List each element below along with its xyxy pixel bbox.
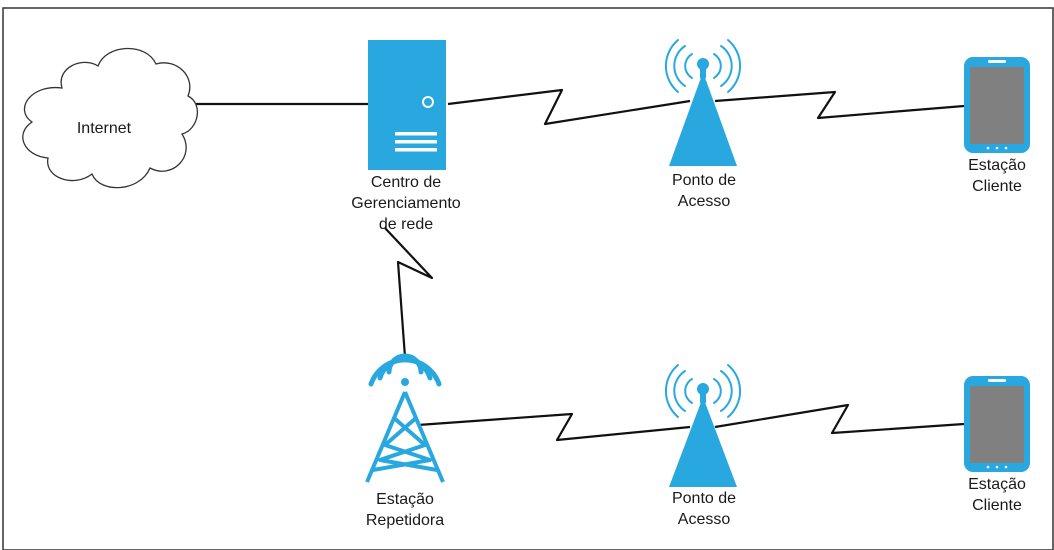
client-top-label-line-2: Cliente <box>972 178 1022 195</box>
repeater-label: Estação Repetidora <box>366 491 444 529</box>
link-ap-top-client-top <box>714 90 965 120</box>
management-center-label: Centro de Gerenciamento de rede <box>351 174 460 233</box>
repeater-label-line-1: Estação <box>376 491 434 508</box>
server-icon <box>368 40 446 170</box>
access-point-bottom-label: Ponto de Acesso <box>672 490 736 528</box>
client-top-label: Estação Cliente <box>968 157 1026 195</box>
access-point-top-label-line-1: Ponto de <box>672 172 736 189</box>
management-center-label-line-2: Gerenciamento <box>351 195 460 212</box>
client-bottom-label: Estação Cliente <box>968 476 1026 514</box>
access-point-top-label: Ponto de Acesso <box>672 172 736 210</box>
link-server-repeater <box>384 227 434 358</box>
tablet-icon <box>964 376 1030 472</box>
radio-tower-icon <box>365 353 445 483</box>
management-center-label-line-3: de rede <box>379 216 433 233</box>
access-point-bottom-label-line-2: Acesso <box>678 511 731 528</box>
client-top-label-line-1: Estação <box>968 157 1026 174</box>
diagram-frame <box>2 7 1054 550</box>
access-point-top-label-line-2: Acesso <box>678 193 731 210</box>
link-server-ap-top <box>447 88 691 126</box>
access-point-icon <box>664 39 742 166</box>
access-point-icon <box>664 364 742 487</box>
connections <box>190 88 965 442</box>
internet-label: Internet <box>77 120 132 137</box>
client-bottom-label-line-1: Estação <box>968 476 1026 493</box>
link-ap-bottom-client-bottom <box>714 403 965 435</box>
access-point-bottom-label-line-1: Ponto de <box>672 490 736 507</box>
client-bottom-label-line-2: Cliente <box>972 497 1022 514</box>
link-repeater-ap-bottom <box>417 412 691 442</box>
cloud-icon <box>22 47 199 189</box>
repeater-label-line-2: Repetidora <box>366 512 444 529</box>
management-center-label-line-1: Centro de <box>371 174 441 191</box>
tablet-icon <box>964 57 1030 153</box>
